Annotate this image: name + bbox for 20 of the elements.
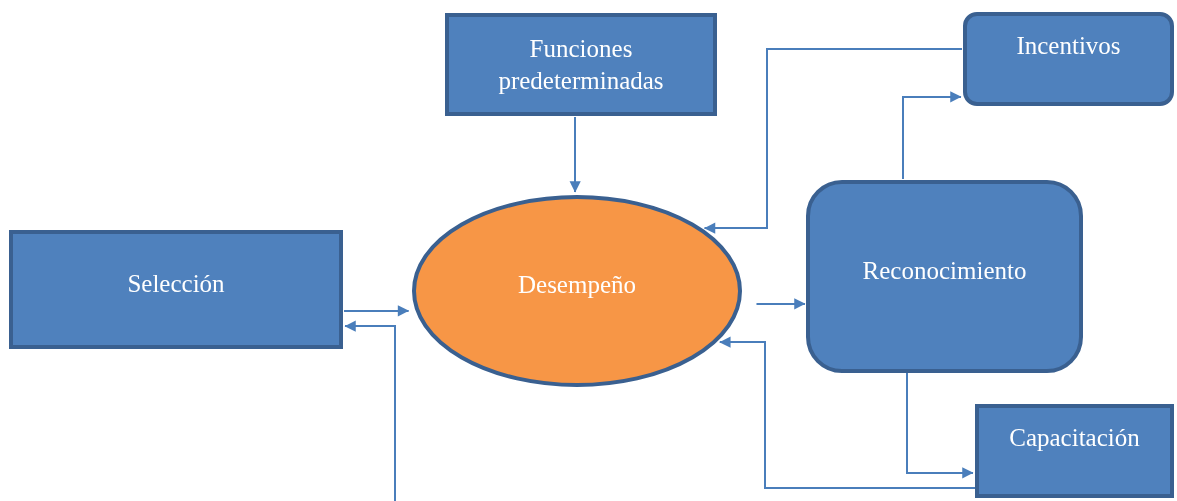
process-box — [806, 180, 1083, 373]
node-label: Selección — [127, 268, 225, 299]
arrow — [344, 320, 396, 501]
node-label: Capacitación — [1009, 423, 1140, 453]
arrow — [703, 48, 963, 234]
process-box — [963, 12, 1174, 106]
process-box — [445, 13, 717, 116]
process-ellipse — [412, 195, 742, 387]
arrow — [755, 298, 806, 310]
arrow — [906, 372, 974, 479]
arrow — [569, 116, 581, 193]
arrow — [343, 305, 410, 317]
process-box — [9, 230, 343, 349]
node-label: Incentivos — [1016, 31, 1121, 61]
node-label: Funciones predeterminadas — [497, 34, 665, 96]
arrow — [718, 336, 976, 489]
arrow — [902, 91, 962, 180]
node-label: Desempeño — [518, 270, 636, 301]
process-box — [975, 404, 1174, 498]
node-label: Reconocimiento — [862, 255, 1027, 286]
